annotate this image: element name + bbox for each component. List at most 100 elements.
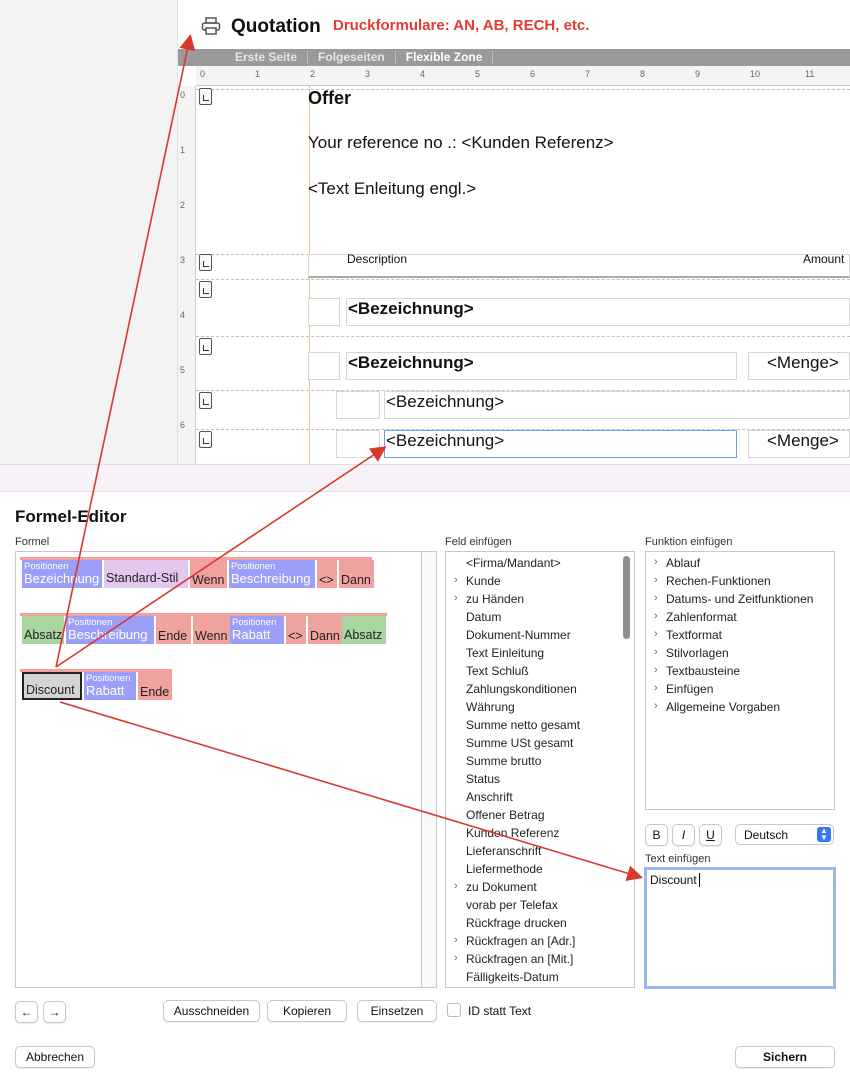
row3-bezeichnung[interactable]: <Bezeichnung> [384, 391, 850, 419]
paste-button[interactable]: Einsetzen [357, 1000, 437, 1022]
field-list-item[interactable]: Text Einleitung [466, 646, 545, 660]
field-list-item[interactable]: Kunden Referenz [466, 826, 560, 840]
formula-token[interactable]: Discount [22, 672, 82, 700]
function-list-item[interactable]: Zahlenformat [666, 610, 737, 624]
tab-folgeseiten[interactable]: Folgeseiten [308, 51, 396, 64]
field-list-item[interactable]: Anschrift [466, 790, 513, 804]
field-list-item[interactable]: Liefermethode [466, 862, 543, 876]
formula-token[interactable]: <> [286, 616, 306, 644]
cancel-button[interactable]: Abbrechen [15, 1046, 95, 1068]
field-list-item[interactable]: Rückfragen an [Mit.] [466, 952, 574, 966]
field-list-item[interactable]: <Firma/Mandant> [466, 556, 561, 570]
field-list-item[interactable]: Summe netto gesamt [466, 718, 581, 732]
formula-token[interactable]: Absatz [22, 616, 65, 644]
field-list-item[interactable]: Status [466, 772, 501, 786]
bold-button[interactable]: B [645, 824, 668, 846]
repeat-icon[interactable] [199, 431, 212, 448]
formula-token[interactable]: Absatz [342, 616, 386, 644]
tab-flexible-zone[interactable]: Flexible Zone [396, 51, 494, 64]
tab-erste-seite[interactable]: Erste Seite [225, 51, 309, 64]
field-list-item[interactable]: Kunde [466, 574, 501, 588]
chevron-right-icon[interactable]: › [454, 574, 458, 586]
chevron-right-icon[interactable]: › [454, 592, 458, 604]
chevron-right-icon[interactable]: › [654, 610, 658, 622]
copy-button[interactable]: Kopieren [267, 1000, 347, 1022]
function-list-item[interactable]: Stilvorlagen [666, 646, 729, 660]
function-list-item[interactable]: Einfügen [666, 682, 714, 696]
forward-arrow-icon[interactable]: → [43, 1001, 66, 1023]
row4-menge[interactable]: <Menge> [748, 430, 850, 458]
italic-button[interactable]: I [672, 824, 695, 846]
formula-token[interactable]: Wenn [190, 560, 227, 588]
field-list-item[interactable]: zu Dokument [466, 880, 537, 894]
field-list-item[interactable]: zu Händen [466, 592, 525, 606]
row4-bezeichnung-selected[interactable]: <Bezeichnung> [384, 430, 737, 458]
repeat-icon[interactable] [199, 338, 212, 355]
field-box[interactable] [308, 352, 340, 380]
field-list-item[interactable]: Summe brutto [466, 754, 542, 768]
field-list-item[interactable]: Rückfragen an [Adr.] [466, 934, 576, 948]
chevron-right-icon[interactable]: › [654, 646, 658, 658]
chevron-right-icon[interactable]: › [654, 682, 658, 694]
field-box[interactable] [336, 391, 380, 419]
formula-token[interactable]: Wenn [193, 616, 230, 644]
chevron-right-icon[interactable]: › [654, 628, 658, 640]
underline-button[interactable]: U [699, 824, 722, 846]
field-list-item[interactable]: Dokument-Nummer [466, 628, 571, 642]
chevron-right-icon[interactable]: › [454, 880, 458, 892]
column-description[interactable]: Description [347, 252, 408, 266]
row1-bezeichnung[interactable]: <Bezeichnung> [346, 298, 850, 326]
function-list-item[interactable]: Ablauf [666, 556, 701, 570]
field-box[interactable] [336, 430, 380, 458]
cut-button[interactable]: Ausschneiden [163, 1000, 260, 1022]
chevron-right-icon[interactable]: › [654, 556, 658, 568]
repeat-icon[interactable] [199, 392, 212, 409]
function-list[interactable]: › Ablauf › Rechen-Funktionen › Datums- und Ze… [645, 551, 835, 810]
offer-heading[interactable]: Offer [308, 88, 352, 108]
formula-token[interactable]: Standard-Stil [104, 560, 188, 588]
table-icon[interactable] [199, 254, 212, 271]
function-list-item[interactable]: Textbausteine [666, 664, 741, 678]
chevron-right-icon[interactable]: › [454, 952, 458, 964]
formula-token[interactable]: <> [317, 560, 337, 588]
text-input[interactable]: Discount​ [644, 867, 836, 989]
id-text-checkbox[interactable] [447, 1003, 461, 1017]
row2-menge[interactable]: <Menge> [748, 352, 850, 380]
field-list-item[interactable]: Rückfrage drucken [466, 916, 567, 930]
field-list-scrollbar[interactable] [623, 556, 630, 639]
formula-scrollbar[interactable] [422, 551, 437, 988]
formula-token[interactable]: Dann [339, 560, 374, 588]
field-list-item[interactable]: Summe USt gesamt [466, 736, 574, 750]
field-list-item[interactable]: Text Schluß [466, 664, 529, 678]
function-list-item[interactable]: Rechen-Funktionen [666, 574, 771, 588]
field-list-item[interactable]: vorab per Telefax [466, 898, 558, 912]
zone-icon[interactable] [199, 88, 212, 105]
reference-line[interactable]: Your reference no .: <Kunden Referenz> [308, 133, 614, 152]
chevron-right-icon[interactable]: › [654, 592, 658, 604]
function-list-item[interactable]: Allgemeine Vorgaben [666, 700, 781, 714]
function-list-item[interactable]: Datums- und Zeitfunktionen [666, 592, 814, 606]
language-select[interactable]: Deutsch [735, 824, 834, 845]
formula-token[interactable]: Dann [308, 616, 342, 644]
field-list-item[interactable]: Datum [466, 610, 502, 624]
save-button[interactable]: Sichern [735, 1046, 835, 1068]
chevron-right-icon[interactable]: › [654, 664, 658, 676]
field-list-item[interactable]: Währung [466, 700, 515, 714]
field-list-item[interactable]: Lieferanschrift [466, 844, 542, 858]
column-amount[interactable]: Amount [803, 252, 845, 266]
printer-icon[interactable] [201, 17, 221, 35]
function-list-item[interactable]: Textformat [666, 628, 723, 642]
intro-text[interactable]: <Text Enleitung engl.> [308, 179, 477, 198]
field-list-item[interactable]: Offener Betrag [466, 808, 545, 822]
chevron-right-icon[interactable]: › [654, 574, 658, 586]
field-list-item[interactable]: Fälligkeits-Datum [466, 970, 559, 984]
formula-token[interactable]: Ende [156, 616, 191, 644]
chevron-right-icon[interactable]: › [454, 934, 458, 946]
